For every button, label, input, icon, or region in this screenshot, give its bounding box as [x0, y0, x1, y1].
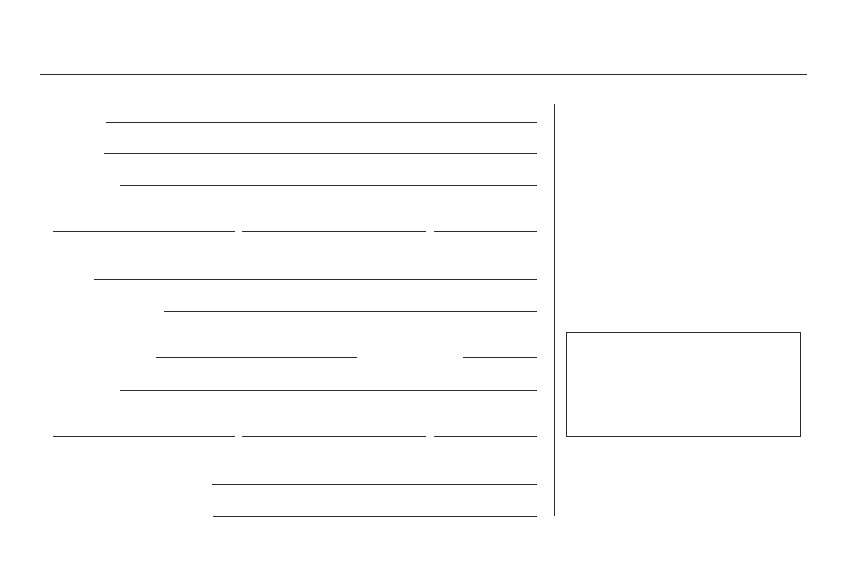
form-field-line[interactable] — [434, 231, 537, 232]
column-divider — [554, 104, 555, 516]
form-field-line[interactable] — [106, 122, 537, 123]
form-field-line[interactable] — [164, 311, 537, 312]
form-field-line[interactable] — [212, 484, 537, 485]
form-field-line[interactable] — [156, 357, 357, 358]
form-field-line[interactable] — [242, 231, 426, 232]
form-field-line[interactable] — [53, 231, 235, 232]
form-field-line[interactable] — [463, 357, 537, 358]
form-field-line[interactable] — [120, 185, 537, 186]
form-field-line[interactable] — [120, 390, 537, 391]
form-field-line[interactable] — [94, 279, 537, 280]
form-field-line[interactable] — [434, 436, 537, 437]
form-side-box[interactable] — [566, 332, 801, 437]
form-field-line[interactable] — [53, 436, 235, 437]
header-divider — [40, 74, 807, 75]
form-field-line[interactable] — [213, 516, 537, 517]
form-field-line[interactable] — [242, 436, 426, 437]
form-field-line[interactable] — [104, 153, 537, 154]
